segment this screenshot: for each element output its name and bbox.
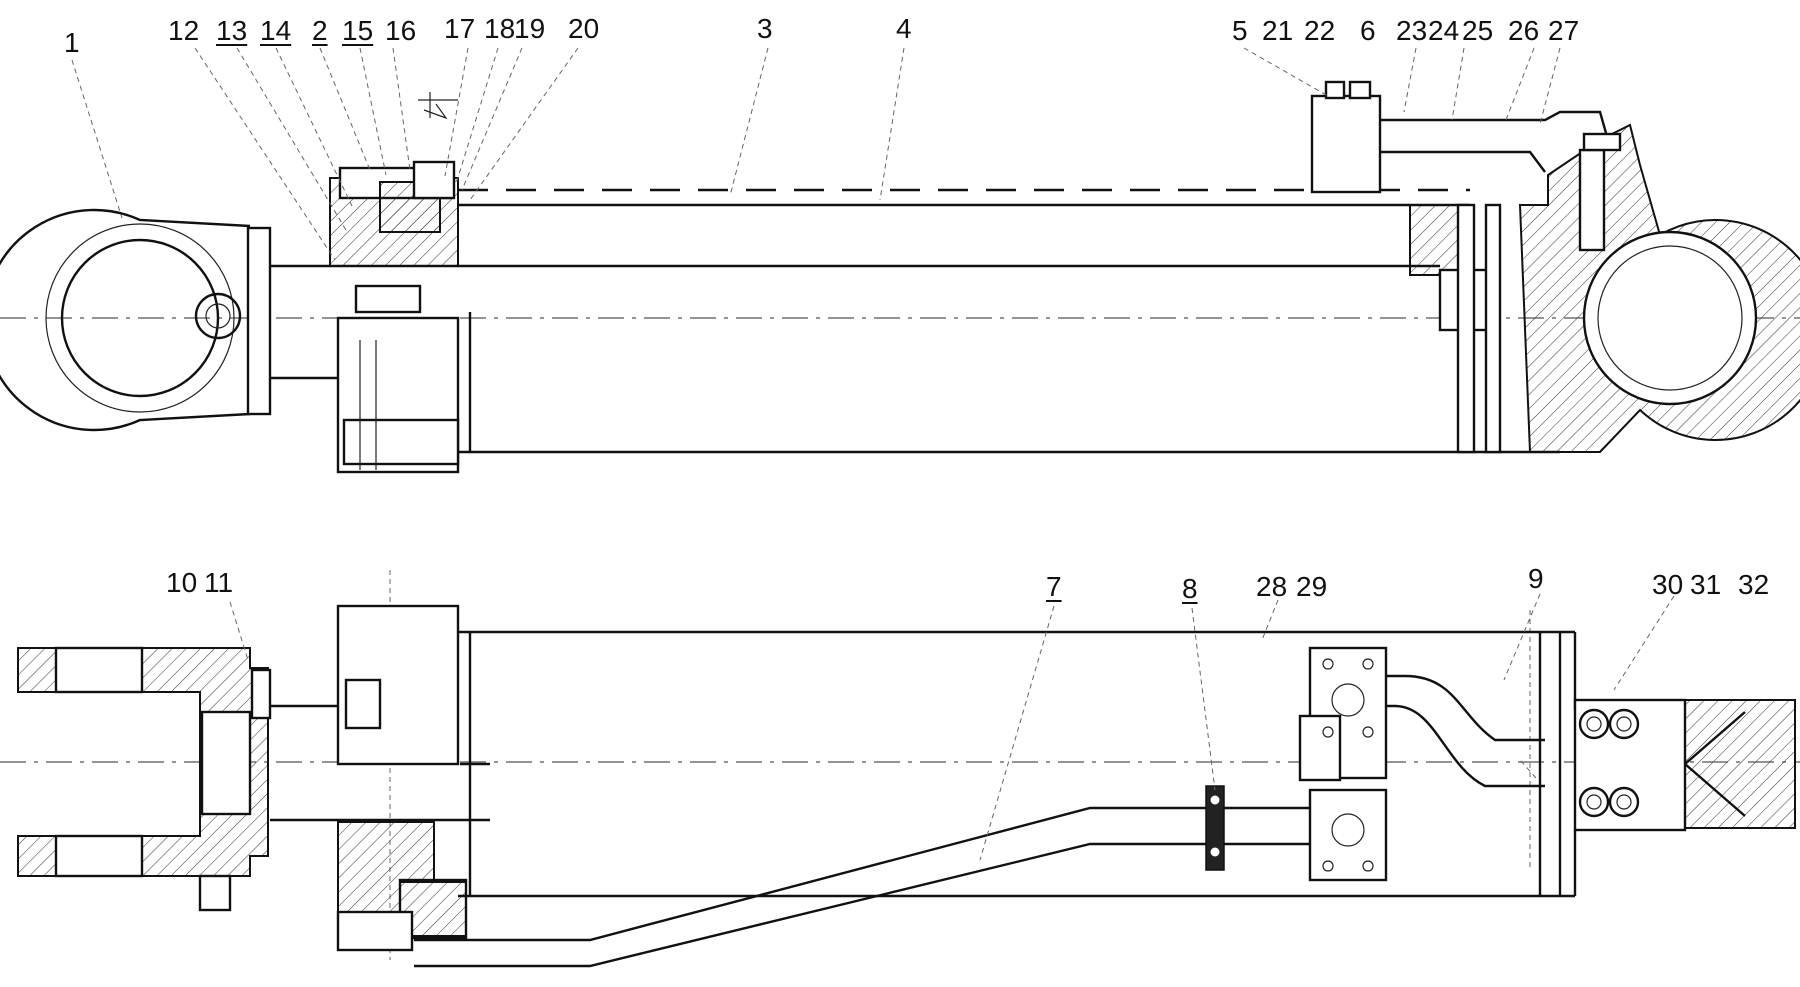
gland-head-bottom: [336, 604, 468, 952]
callout-12: 12: [168, 15, 199, 46]
callout-27: 27: [1548, 15, 1579, 46]
callout-19: 19: [514, 13, 545, 44]
callout-16: 16: [385, 15, 416, 46]
callout-10: 10: [166, 567, 197, 598]
callout-21: 21: [1262, 15, 1293, 46]
callout-24: 24: [1428, 15, 1459, 46]
callout-4: 4: [896, 13, 912, 44]
flange-block: [1298, 646, 1388, 882]
callout-15: 15: [342, 15, 373, 46]
callout-5: 5: [1232, 15, 1248, 46]
external-tube-bottom: [414, 674, 1545, 968]
callout-9: 9: [1528, 563, 1544, 594]
callout-31: 31: [1690, 569, 1721, 600]
piston-rod-top: [270, 264, 1440, 380]
leader-lines: [71, 47, 1675, 861]
rod-eye-left: [0, 208, 272, 432]
callout-18: 18: [484, 13, 515, 44]
callout-28: 28: [1256, 571, 1287, 602]
callout-3: 3: [757, 13, 773, 44]
cylinder-barrel-top: [458, 188, 1560, 454]
cylinder-barrel-bottom: [458, 630, 1577, 898]
callout-23: 23: [1396, 15, 1427, 46]
gland-head-top: [329, 92, 460, 474]
callout-14: 14: [260, 15, 291, 46]
end-cap-bottom-right: [1573, 698, 1796, 832]
end-cap-eye-right: [1518, 123, 1800, 453]
callout-22: 22: [1304, 15, 1335, 46]
callout-1: 1: [64, 27, 80, 58]
callout-26: 26: [1508, 15, 1539, 46]
callout-labels: 1 12 13 14 2 15 16 17 18 19 20 3 4 5 21 …: [64, 13, 1769, 861]
callout-6: 6: [1360, 15, 1376, 46]
callout-7: 7: [1046, 571, 1062, 602]
bottom-view: [0, 570, 1800, 968]
callout-25: 25: [1462, 15, 1493, 46]
callout-8: 8: [1182, 573, 1198, 604]
rod-clevis-left: [17, 646, 272, 912]
callout-11: 11: [204, 567, 233, 598]
callout-20: 20: [568, 13, 599, 44]
callout-13: 13: [216, 15, 247, 46]
callout-29: 29: [1296, 571, 1327, 602]
top-view-section: [0, 80, 1800, 474]
callout-30: 30: [1652, 569, 1683, 600]
tube-clamp: [1205, 785, 1225, 871]
external-tube-top: [1310, 80, 1622, 194]
callout-2: 2: [312, 15, 328, 46]
piston-rod-bottom: [270, 704, 490, 822]
piston-top: [1409, 203, 1502, 454]
callout-17: 17: [444, 13, 475, 44]
callout-32: 32: [1738, 569, 1769, 600]
